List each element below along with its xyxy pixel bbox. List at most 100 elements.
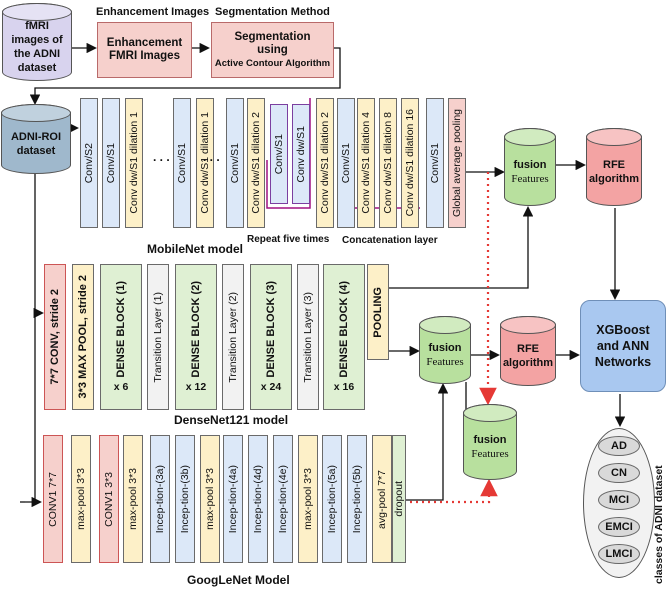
googlenet-layer-8: Incep-tion-(4a) xyxy=(223,435,243,563)
mobilenet-dots-2: . . . xyxy=(203,150,220,164)
mobilenet-layer-label: Conv/S2 xyxy=(83,142,95,184)
googlenet-layer-label: CONV1 3*3 xyxy=(103,471,115,527)
mobilenet-layer-3: Conv dw/S1 dilation 1 xyxy=(125,98,143,228)
class-pill-emci: EMCI xyxy=(598,517,640,537)
densenet-layer-multiplier: x 16 xyxy=(333,381,355,394)
arrow-seg-to-roi xyxy=(29,47,341,105)
googlenet-layer-11: max-pool 3*3 xyxy=(298,435,318,563)
googlenet-layer-label: Incep-tion-(3a) xyxy=(154,464,166,534)
fmri-dataset-cylinder: fMRI images of the ADNI dataset xyxy=(2,3,72,81)
googlenet-layer-label: dropout xyxy=(393,481,405,517)
arrow-googlenet-to-fusion-mid xyxy=(404,383,449,501)
googlenet-layer-label: Incep-tion-(3b) xyxy=(179,464,191,534)
googlenet-layer-14: avg-pool 7*7 xyxy=(372,435,392,563)
header-segmentation: Segmentation Method xyxy=(215,6,330,18)
mobilenet-layer-10: Conv dw/S1 dilation 2 xyxy=(316,98,334,228)
arrow-densenet-to-fusion-top xyxy=(388,206,534,289)
googlenet-layer-label: max-pool 3*3 xyxy=(302,468,314,530)
xgboost-ann-box: XGBoost and ANN Networks xyxy=(580,300,666,392)
googlenet-layer-label: max-pool 3*3 xyxy=(204,468,216,530)
fusion-mid-line1: fusion xyxy=(428,342,462,354)
fusion-bot-line1: fusion xyxy=(473,434,507,446)
fmri-dataset-label: fMRI images of the ADNI dataset xyxy=(11,20,63,74)
densenet-layer-label: 3*3 MAX POOL, stride 2 xyxy=(77,275,89,399)
fusion-top-line2: Features xyxy=(511,173,549,185)
densenet-layer-label: 7*7 CONV, stride 2 xyxy=(49,289,61,385)
googlenet-layer-15: dropout xyxy=(392,435,406,563)
fusion-bot-line2: Features xyxy=(471,448,509,460)
googlenet-layer-label: Incep-tion-(4e) xyxy=(277,464,289,534)
googlenet-layer-label: max-pool 3*3 xyxy=(127,468,139,530)
mobilenet-layer-label: Conv dw/S1 dilation 1 xyxy=(128,112,140,214)
class-pill-mci: MCI xyxy=(598,490,640,510)
densenet-layer-label: Transition Layer (2) xyxy=(227,291,239,383)
segmentation-box: Segmentation using Active Contour Algori… xyxy=(211,22,334,78)
fusion-top-line1: fusion xyxy=(513,159,547,171)
mobilenet-layer-8: Conv/S1 xyxy=(270,104,288,204)
mobilenet-layer-4: Conv/S1 xyxy=(173,98,191,228)
googlenet-layer-label: max-pool 3*3 xyxy=(75,468,87,530)
mobilenet-layer-label: Conv/S1 xyxy=(105,142,117,184)
densenet-layer-label: DENSE BLOCK (2) xyxy=(190,280,202,378)
class-pill-lmci: LMCI xyxy=(598,544,640,564)
mobilenet-layer-label: Conv dw/S1 dilation 2 xyxy=(250,112,262,214)
header-enhancement: Enhancement Images xyxy=(96,6,210,18)
googlenet-layer-label: Incep-tion-(4d) xyxy=(252,464,264,534)
mobilenet-layer-5: Conv dw/S1 dilation 1 xyxy=(196,98,214,228)
densenet-layer-3: DENSE BLOCK (1) x 6 xyxy=(100,264,142,410)
densenet-layer-label: POOLING xyxy=(372,286,384,338)
densenet-layer-label: DENSE BLOCK (3) xyxy=(265,280,277,378)
rfe-top-line2: algorithm xyxy=(588,173,640,185)
googlenet-layer-7: max-pool 3*3 xyxy=(200,435,220,563)
densenet-layer-10: POOLING xyxy=(367,264,389,360)
googlenet-layer-6: Incep-tion-(3b) xyxy=(175,435,195,563)
densenet-layer-multiplier: x 12 xyxy=(185,381,207,394)
mobilenet-layer-label: Conv/S1 xyxy=(229,142,241,184)
googlenet-layer-3: CONV1 3*3 xyxy=(99,435,119,563)
mobilenet-dots-1: . . . xyxy=(153,150,170,164)
roi-dataset-cylinder: ADNI-ROI dataset xyxy=(1,104,71,174)
red-dotted-arrow-googlenet xyxy=(404,478,498,504)
mobilenet-layer-12: Conv dw/S1 dilation 4 xyxy=(357,98,375,228)
mobilenet-layer-label: Conv/S1 xyxy=(273,133,285,175)
mobilenet-layer-11: Conv/S1 xyxy=(337,98,355,228)
mobilenet-layer-label: Conv dw/S1 dilation 4 xyxy=(360,112,372,214)
mobilenet-layer-13: Conv dw/S1 dilation 8 xyxy=(379,98,397,228)
densenet-layer-label: DENSE BLOCK (1) xyxy=(115,280,127,378)
segmentation-sub: Active Contour Algorithm xyxy=(214,57,331,69)
googlenet-layer-label: avg-pool 7*7 xyxy=(376,469,388,529)
googlenet-layer-label: Incep-tion-(5b) xyxy=(351,464,363,534)
densenet-layer-label: Transition Layer (3) xyxy=(302,291,314,383)
googlenet-layer-12: Incep-tion-(5a) xyxy=(322,435,342,563)
googlenet-layer-10: Incep-tion-(4e) xyxy=(273,435,293,563)
rfe-mid-line1: RFE xyxy=(517,343,539,355)
googlenet-layer-5: Incep-tion-(3a) xyxy=(150,435,170,563)
densenet-title: DenseNet121 model xyxy=(174,413,289,427)
mobilenet-layer-15: Conv/S1 xyxy=(426,98,444,228)
densenet-layer-4: Transition Layer (1) xyxy=(147,264,169,410)
mobilenet-layer-label: Global average pooling xyxy=(451,109,463,217)
enhancement-box: Enhancement FMRI Images xyxy=(97,22,192,78)
arrow-roi-branch xyxy=(25,170,36,503)
mobilenet-layer-9: Conv dw/S1 xyxy=(292,104,310,204)
roi-dataset-label: ADNI-ROI dataset xyxy=(10,131,62,157)
densenet-layer-1: 7*7 CONV, stride 2 xyxy=(44,264,66,410)
enhancement-label: Enhancement FMRI Images xyxy=(106,37,183,62)
densenet-layer-multiplier: x 6 xyxy=(113,381,129,394)
densenet-layer-2: 3*3 MAX POOL, stride 2 xyxy=(72,264,94,410)
mobilenet-layer-16: Global average pooling xyxy=(448,98,466,228)
class-pill-cn: CN xyxy=(598,463,640,483)
mobilenet-layer-label: Conv/S1 xyxy=(340,142,352,184)
mobilenet-layer-14: Conv dw/S1 dilation 16 xyxy=(401,98,419,228)
mobilenet-layer-label: Conv dw/S1 dilation 8 xyxy=(382,112,394,214)
densenet-layer-label: Transition Layer (1) xyxy=(152,291,164,383)
segmentation-title: Segmentation using xyxy=(234,30,311,56)
densenet-layer-multiplier: x 24 xyxy=(260,381,282,394)
googlenet-layer-1: CONV1 7*7 xyxy=(43,435,63,563)
classes-title: classes of ADNI dataset xyxy=(653,465,665,584)
googlenet-layer-2: max-pool 3*3 xyxy=(71,435,91,563)
